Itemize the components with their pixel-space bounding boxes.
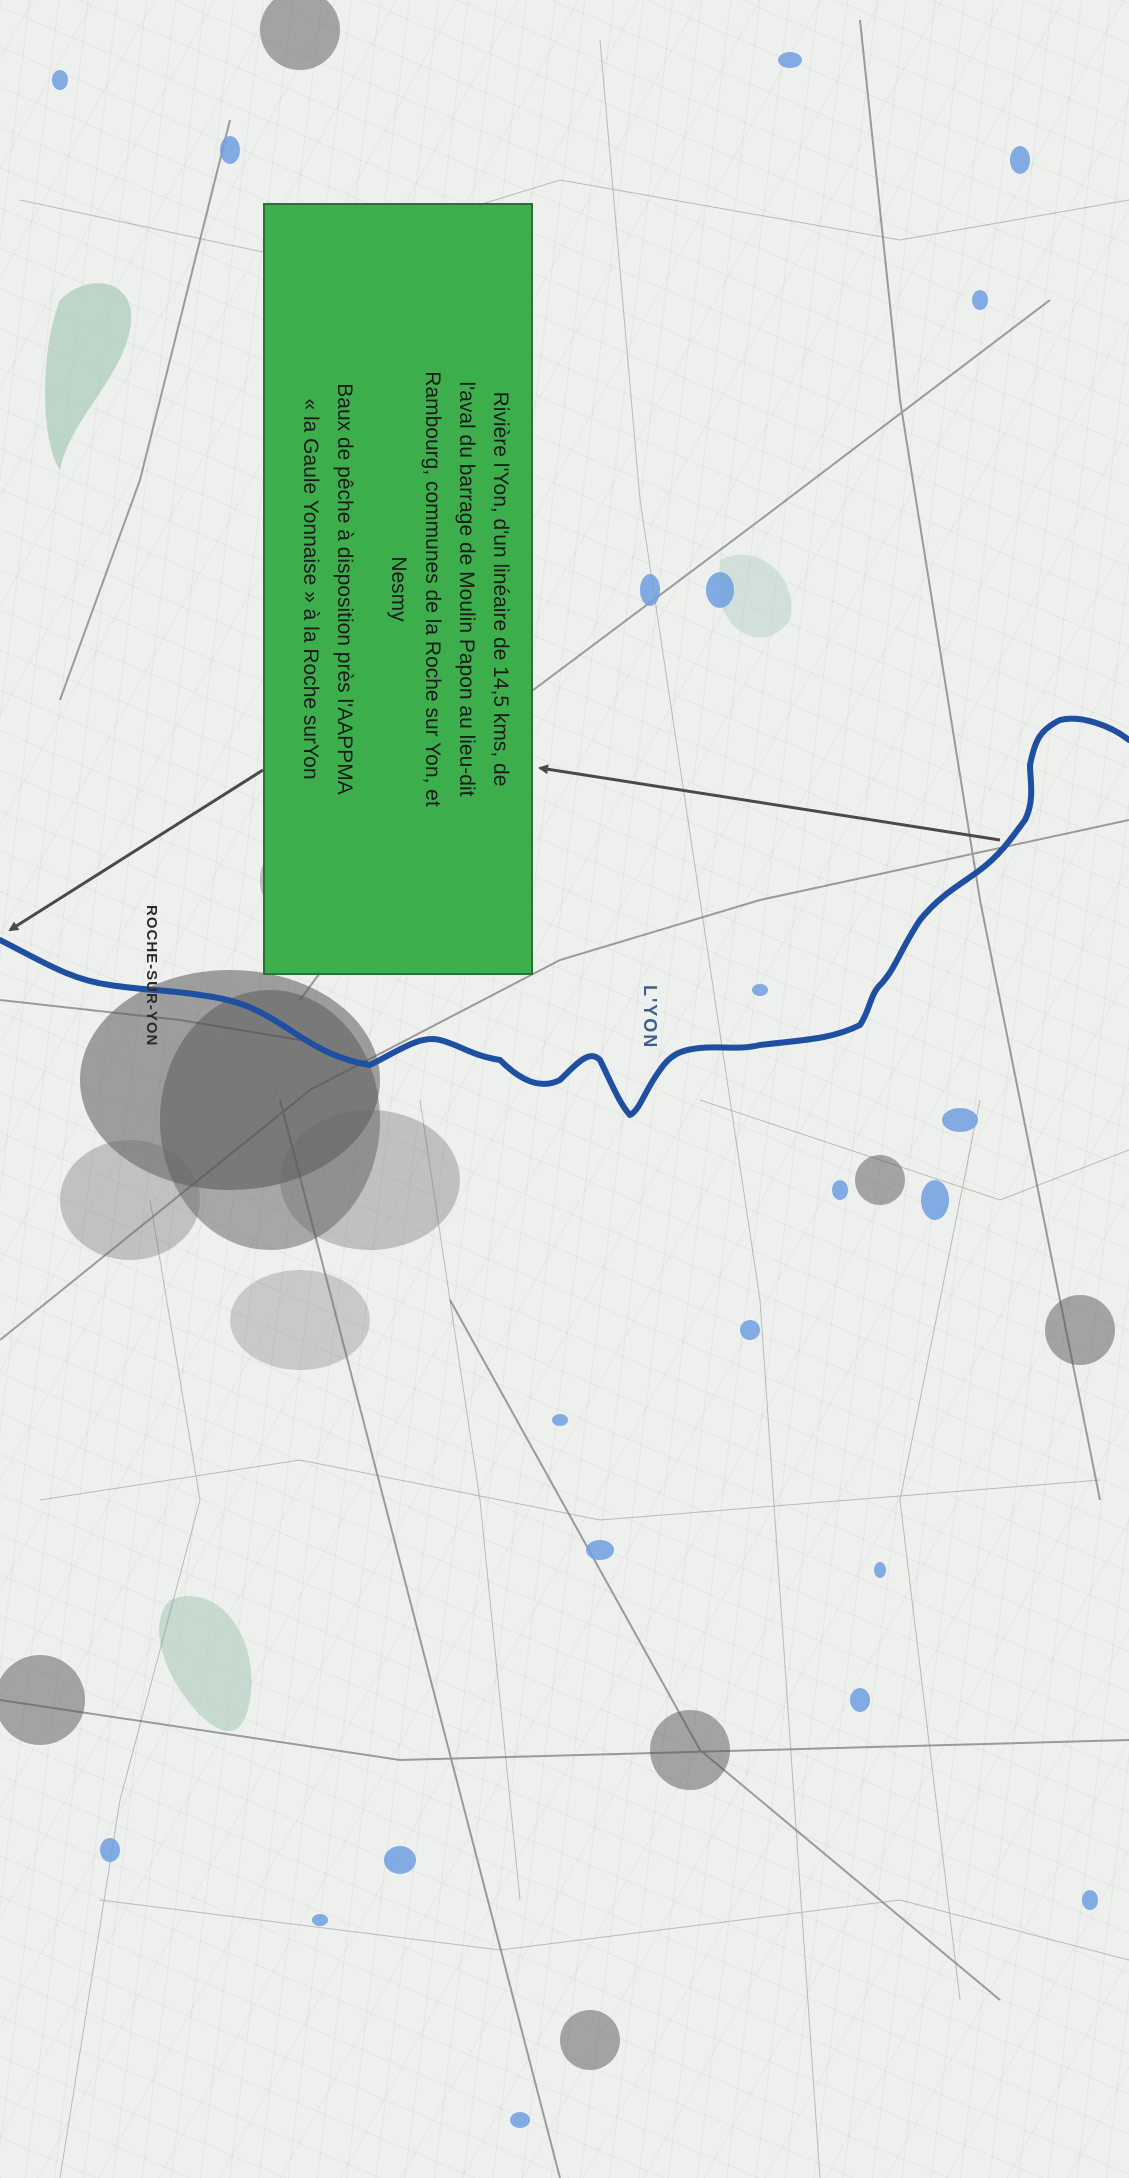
callout-line: Rambourg, communes de la Roche sur Yon, … xyxy=(421,371,444,807)
leader-line-downstream xyxy=(538,764,1001,842)
callout-line: Nesmy xyxy=(387,556,410,622)
minor-roads xyxy=(19,39,1129,2178)
wetland-zone xyxy=(720,554,792,638)
wetland-zone xyxy=(45,283,132,470)
city-label: ROCHE-SUR-YON xyxy=(143,905,160,1047)
wetland-zone xyxy=(159,1596,252,1732)
info-callout: Rivière l'Yon, d'un linéaire de 14,5 kms… xyxy=(263,203,533,975)
callout-line: Baux de pêche à disposition près l'AAPPM… xyxy=(333,383,356,795)
river-label: L'YON xyxy=(640,985,660,1050)
leader-line-upstream xyxy=(8,768,264,932)
water-bodies xyxy=(52,52,1098,2128)
callout-line: Rivière l'Yon, d'un linéaire de 14,5 kms… xyxy=(489,391,512,787)
callout-line: « la Gaule Yonnaise » à la Roche surYon xyxy=(299,398,322,780)
river-yon xyxy=(0,715,1129,1118)
callout-line: l'aval du barrage de Moulin Papon au lie… xyxy=(455,381,478,797)
villages xyxy=(0,0,1115,2070)
